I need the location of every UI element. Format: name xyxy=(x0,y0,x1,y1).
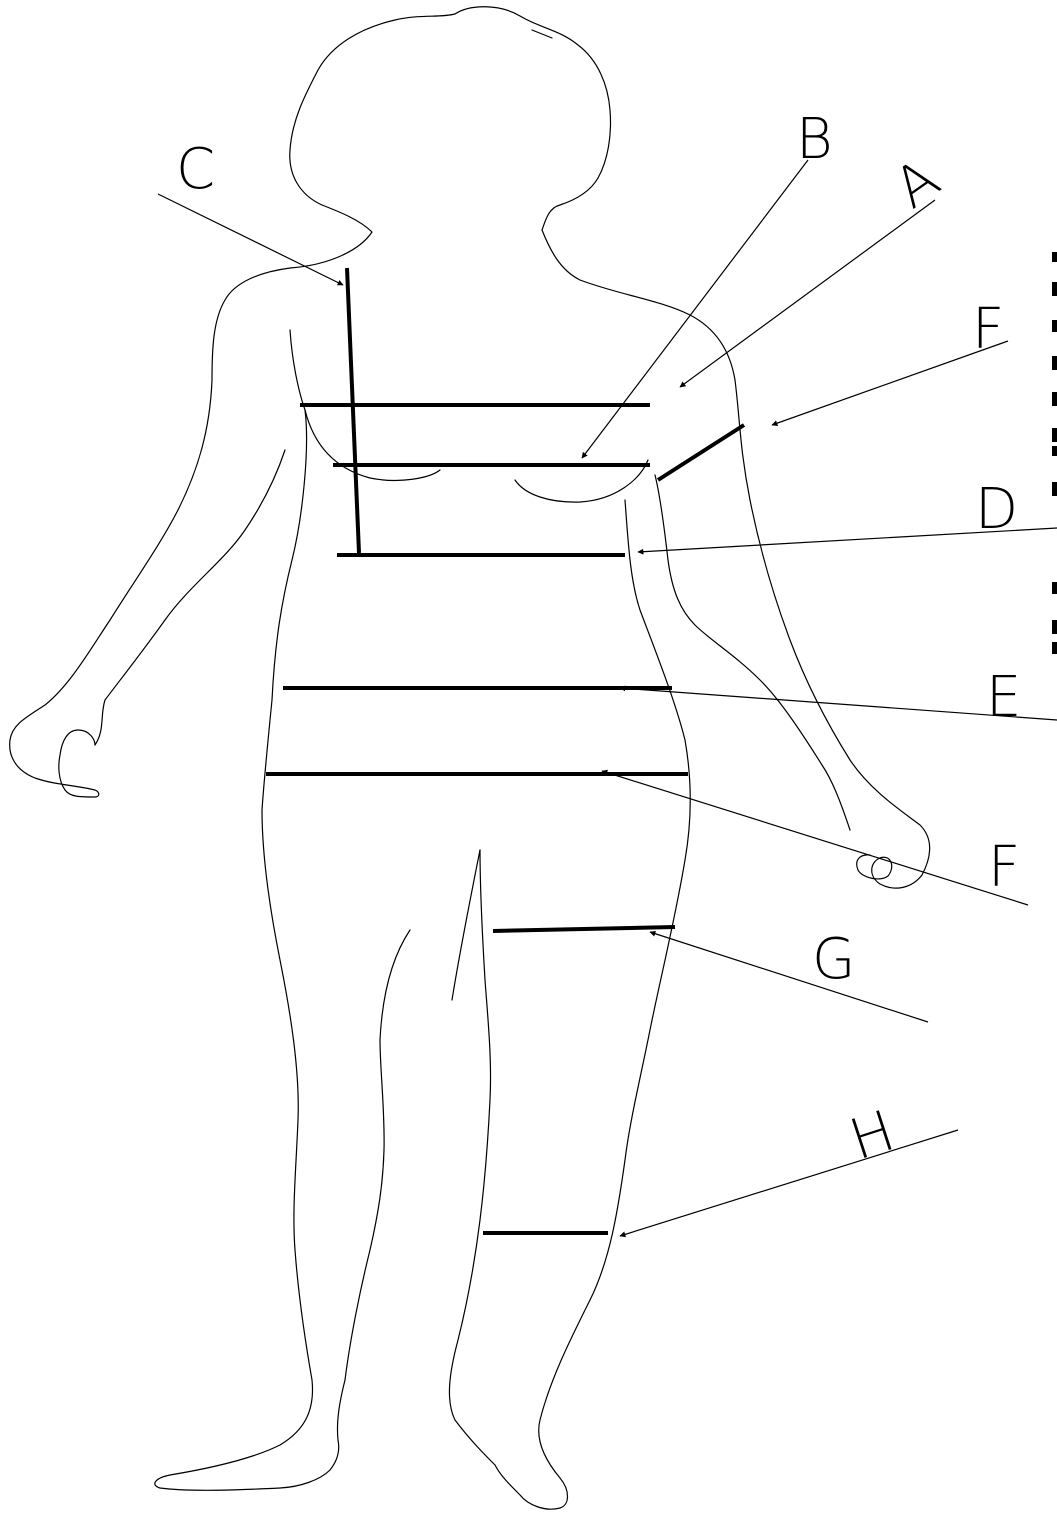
label-b: B xyxy=(796,107,833,172)
body-outline xyxy=(10,205,930,1509)
label-c: C xyxy=(176,137,215,202)
label-f-arm: F xyxy=(972,297,1004,362)
label-h: H xyxy=(842,1098,902,1173)
label-d: D xyxy=(975,477,1018,542)
label-a: A xyxy=(883,146,952,221)
label-f-hip: F xyxy=(988,835,1020,900)
label-g: G xyxy=(812,927,855,992)
leader-c xyxy=(158,194,343,285)
thigh-line-g xyxy=(493,927,675,931)
cropped-edge-marks xyxy=(1052,252,1057,654)
label-e: E xyxy=(986,665,1021,730)
leader-g xyxy=(650,932,928,1022)
shoulder-waist-line-c xyxy=(347,268,359,553)
leader-b xyxy=(582,160,808,458)
leader-lines xyxy=(158,160,1057,1236)
measurement-lines xyxy=(266,268,744,1233)
leader-a xyxy=(680,200,935,387)
upper-arm-line-f xyxy=(658,425,744,480)
leader-f-hip xyxy=(602,771,1028,905)
leader-h xyxy=(620,1130,958,1236)
hair-outline xyxy=(290,7,611,230)
